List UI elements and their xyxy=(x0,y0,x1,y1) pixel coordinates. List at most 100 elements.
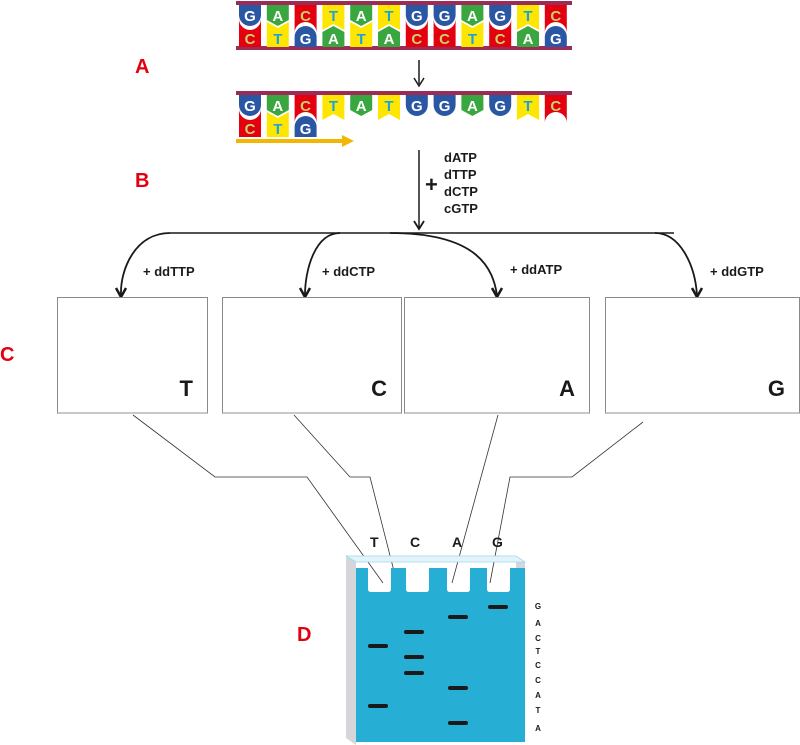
base-letter: G xyxy=(494,8,506,25)
template-backbone xyxy=(236,91,572,95)
reagent-datp: dATP xyxy=(444,150,477,165)
gel-body xyxy=(356,568,525,742)
nucleotide-c xyxy=(544,95,567,123)
branch-arrow xyxy=(654,232,698,296)
nucleotide-a xyxy=(266,95,289,116)
nucleotide-g xyxy=(433,5,456,27)
base-letter: C xyxy=(411,31,422,48)
base-letter: G xyxy=(550,31,562,48)
base-letter: A xyxy=(272,8,283,25)
step-label-c: C xyxy=(0,344,15,366)
nucleotide-g xyxy=(489,5,512,27)
nucleotide-g xyxy=(489,95,512,117)
base-letter: A xyxy=(272,98,283,115)
reagent-dttp: dTTP xyxy=(444,167,477,182)
nucleotide-c xyxy=(405,19,428,47)
base-letter: C xyxy=(245,31,256,48)
base-letter: G xyxy=(300,121,312,138)
nucleotide-t xyxy=(517,5,539,30)
gel-lane-label-t: T xyxy=(370,534,379,550)
base-letter: A xyxy=(467,8,478,25)
arrowhead xyxy=(413,220,425,231)
base-letter: A xyxy=(356,98,367,115)
base-letter: C xyxy=(300,98,311,115)
sequence-readout-letter: C xyxy=(535,676,541,685)
connector-lines xyxy=(132,414,644,584)
sequence-readout-letter: A xyxy=(535,619,541,628)
nucleotide-a xyxy=(461,5,484,26)
gel-band-c xyxy=(404,655,424,659)
nucleotide-t xyxy=(266,112,289,137)
gel-lane-label-c: C xyxy=(410,534,421,550)
reaction-letter: C xyxy=(371,376,387,401)
base-letter: T xyxy=(329,8,338,25)
base-letter: G xyxy=(439,98,451,115)
gel-band-a xyxy=(448,721,468,725)
reaction-letter: G xyxy=(767,376,785,401)
nucleotide-c xyxy=(489,19,512,47)
branch-arrow xyxy=(120,232,171,296)
base-letter: T xyxy=(384,8,393,25)
nucleotide-g xyxy=(294,116,317,137)
nucleotide-c xyxy=(239,19,261,47)
branch-arrow xyxy=(304,232,341,296)
base-letter: G xyxy=(494,98,506,115)
nucleotide-t xyxy=(378,5,400,30)
nucleotide-t xyxy=(517,95,539,120)
nucleotide-c xyxy=(544,5,567,33)
nucleotide-t xyxy=(266,22,289,47)
base-letter: A xyxy=(384,31,395,48)
nucleotide-g xyxy=(239,5,261,26)
sequence-readout-letter: T xyxy=(536,647,541,656)
gel-band-c xyxy=(404,671,424,675)
plus-sign: + xyxy=(425,172,438,197)
sequence-readout-letter: C xyxy=(535,661,541,670)
gel-lane-label-g: G xyxy=(492,534,503,550)
reaction-letter: T xyxy=(179,376,193,401)
nucleotide-c xyxy=(294,95,317,123)
sequence-readout-letter: T xyxy=(536,706,541,715)
gel-band-a xyxy=(448,615,468,619)
base-letter: C xyxy=(439,31,450,48)
base-letter: A xyxy=(328,31,339,48)
nucleotide-t xyxy=(461,22,484,47)
sequence-readout-letter: A xyxy=(535,724,541,733)
process-arrows xyxy=(114,60,704,300)
base-letter: G xyxy=(300,31,312,48)
base-letter: G xyxy=(244,98,256,115)
step-label-d: D xyxy=(297,624,312,646)
connector-t xyxy=(132,414,384,584)
backbone-top xyxy=(236,1,572,5)
arrowhead xyxy=(413,77,425,88)
base-letter: T xyxy=(273,121,282,138)
primer-extension-arrow xyxy=(236,139,344,143)
nucleotide-a xyxy=(461,95,484,116)
gel-top-glass xyxy=(344,555,527,563)
nucleotide-t xyxy=(322,95,345,120)
reaction-label-ddgtp: + ddGTP xyxy=(710,264,764,279)
step-label-a: A xyxy=(135,56,150,78)
base-letter: C xyxy=(245,121,256,138)
base-letter: T xyxy=(523,8,532,25)
gel-band-t xyxy=(368,644,388,648)
nucleotide-t xyxy=(322,5,345,30)
base-letter: C xyxy=(550,98,561,115)
gel-band-c xyxy=(404,630,424,634)
gel-band-t xyxy=(368,704,388,708)
nucleotide-g xyxy=(405,5,428,27)
connector-a xyxy=(451,414,499,584)
base-letter: T xyxy=(329,98,338,115)
nucleotide-a xyxy=(350,5,373,26)
gel-lane-label-a: A xyxy=(452,534,463,550)
gel-band-a xyxy=(448,686,468,690)
gel-side-plate xyxy=(346,556,356,745)
base-letter: G xyxy=(411,98,423,115)
reaction-tube-t: T xyxy=(57,297,208,414)
nucleotide-t xyxy=(378,95,400,120)
connector-g xyxy=(489,421,644,584)
reaction-tube-a: A xyxy=(404,297,590,414)
reaction-tube-g: G xyxy=(605,297,800,414)
base-letter: T xyxy=(357,31,366,48)
reaction-letter: A xyxy=(559,376,575,401)
